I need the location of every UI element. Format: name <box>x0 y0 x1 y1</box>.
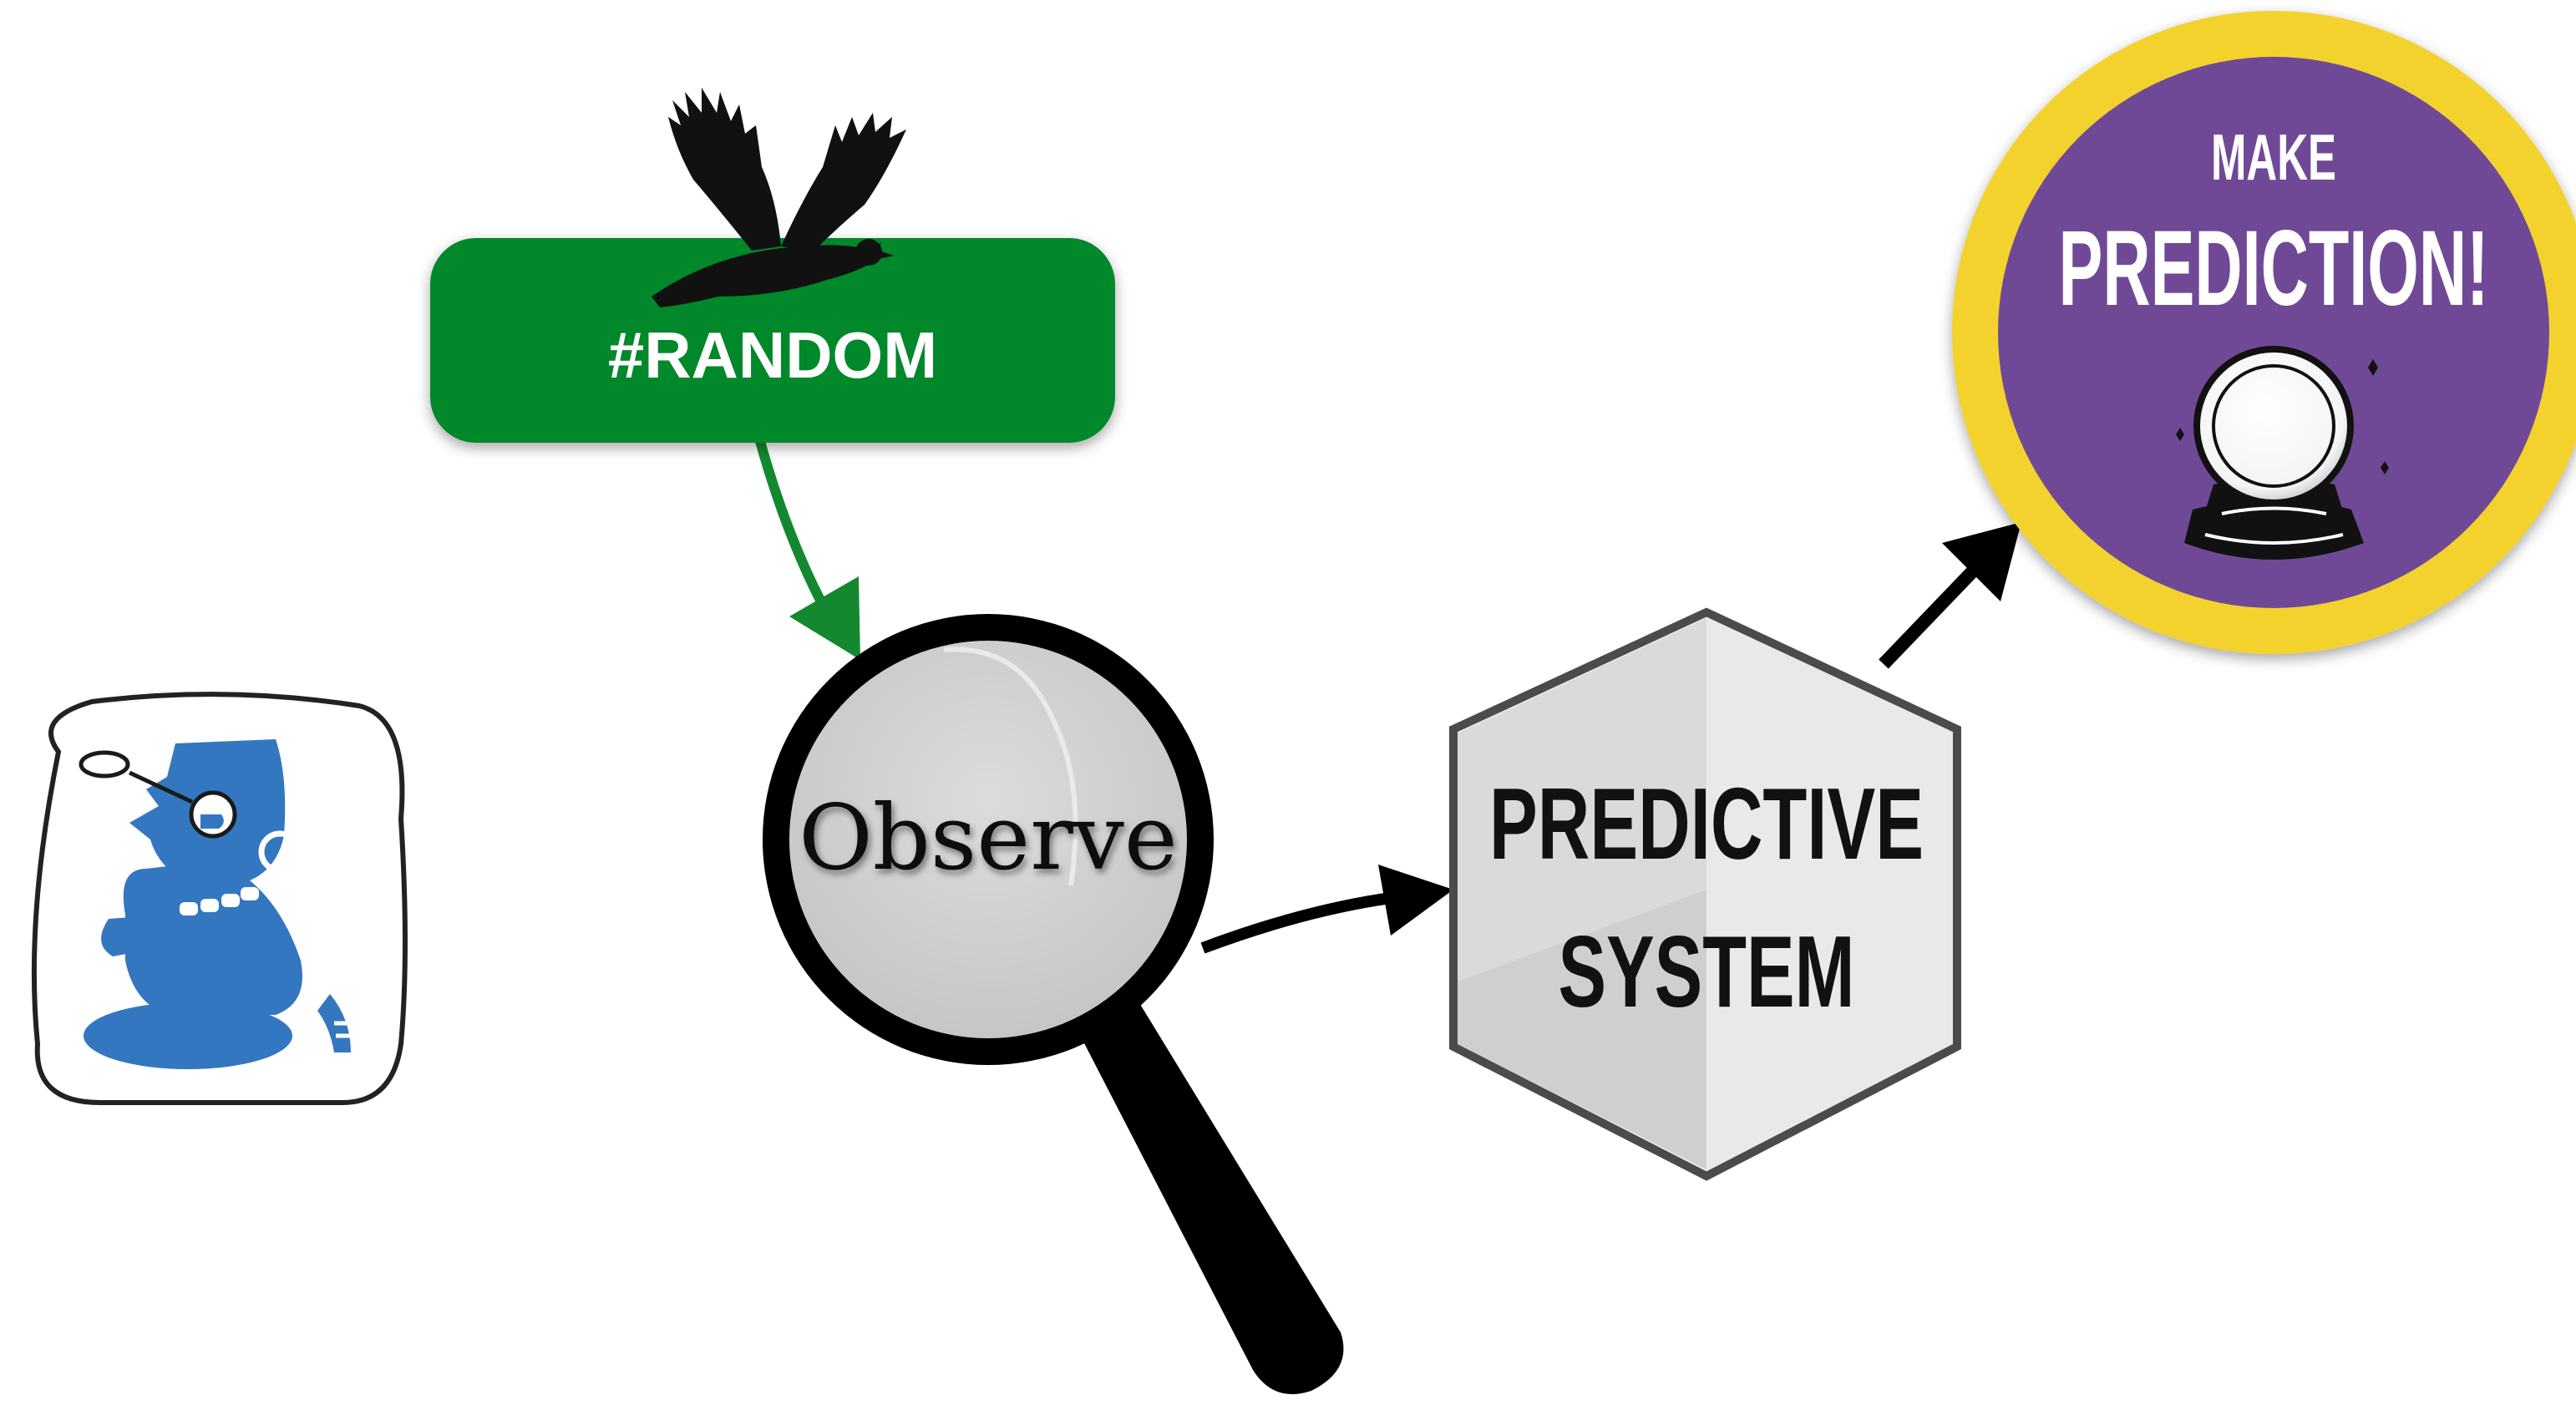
system-arrow-head <box>1378 865 1453 936</box>
badge-line2: PREDICTION! <box>2059 209 2489 328</box>
badge-line1: MAKE <box>2211 120 2336 194</box>
system-line2: SYSTEM <box>1559 915 1855 1028</box>
magnifying-glass-icon <box>763 614 1344 1395</box>
prediction-badge <box>1952 11 2576 654</box>
prediction-arrow-head <box>1942 522 2021 601</box>
system-to-prediction-arrow <box>1879 555 1989 669</box>
random-tag <box>430 238 1115 443</box>
observe-to-system-arrow <box>1200 892 1392 954</box>
mayan-glyph-icon <box>31 692 408 1105</box>
crystal-ball-icon <box>2176 346 2389 560</box>
system-line1: PREDICTIVE <box>1489 767 1924 880</box>
random-arrow-head <box>789 576 860 660</box>
hexagon-box-icon <box>1449 607 1961 1181</box>
observe-label: Observe <box>799 786 1178 890</box>
dove-icon <box>652 88 906 307</box>
random-tag-label: #RANDOM <box>608 318 937 392</box>
